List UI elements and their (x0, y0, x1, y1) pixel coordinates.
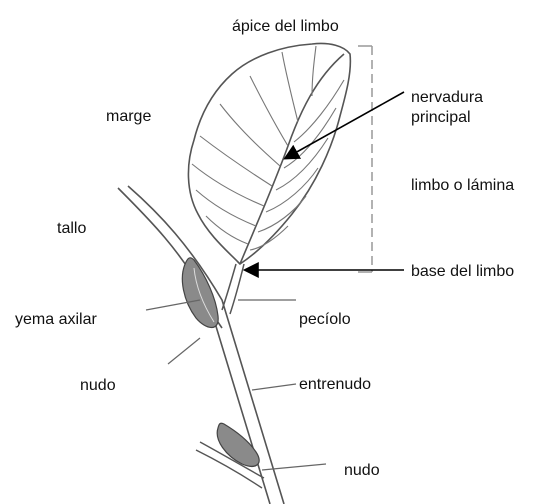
label-limbo: limbo o lámina (411, 176, 514, 195)
label-nervadura: nervadura (411, 88, 483, 107)
axillary-bud-lower (217, 423, 259, 466)
petiole (222, 264, 244, 314)
label-nudo-top: nudo (80, 376, 116, 395)
label-tallo: tallo (57, 219, 86, 238)
lamina-bracket (358, 46, 372, 272)
label-apice: ápice del limbo (232, 17, 339, 36)
lateral-veins (192, 46, 344, 250)
label-base: base del limbo (411, 262, 514, 281)
label-yema: yema axilar (15, 310, 97, 329)
label-peciolo: pecíolo (299, 310, 351, 329)
arrow-nervadura (286, 92, 404, 158)
midrib (240, 54, 344, 264)
label-nudo-bottom: nudo (344, 461, 380, 480)
axillary-bud-upper (182, 258, 218, 328)
label-marge: marge (106, 107, 151, 126)
stem (118, 186, 284, 504)
label-principal: principal (411, 108, 471, 127)
leaf-blade (188, 43, 350, 264)
label-entrenudo: entrenudo (299, 375, 371, 394)
